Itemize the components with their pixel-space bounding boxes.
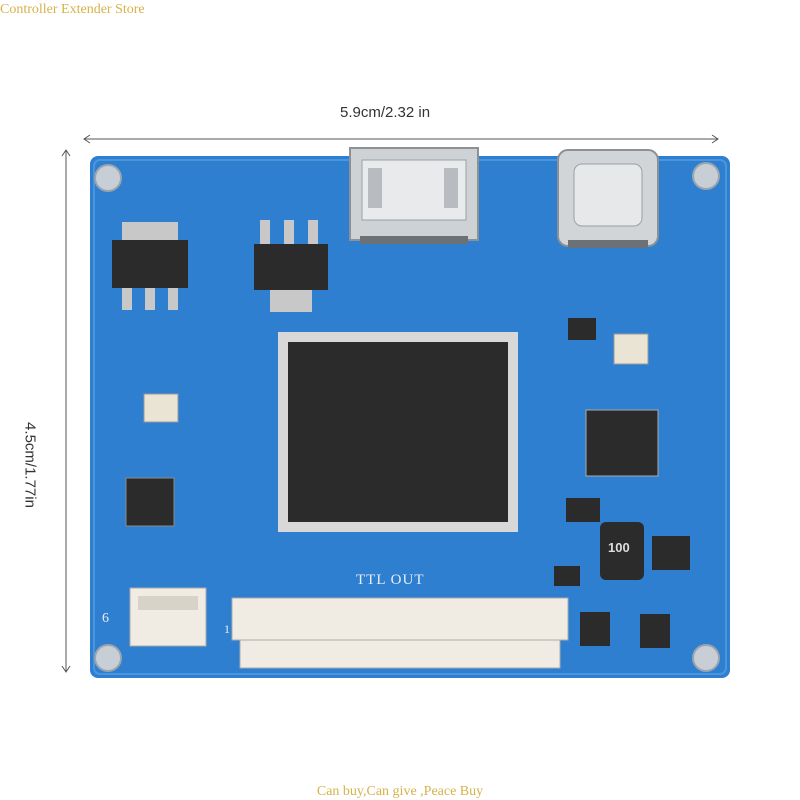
inductor-label: 100 <box>608 540 630 555</box>
mosfet-b <box>640 614 670 648</box>
mounting-holes <box>94 162 720 672</box>
crystal-y1 <box>613 333 649 365</box>
regulator-u5 <box>254 220 328 312</box>
height-dimension-label: 4.5cm/1.77in <box>21 422 39 508</box>
inductor-body <box>600 522 644 580</box>
transistor-q1 <box>568 318 596 340</box>
usb-c-port <box>557 149 659 248</box>
dimension-width-line <box>83 134 719 144</box>
ic-right <box>585 409 659 477</box>
dimension-height-line <box>61 149 71 673</box>
pin-6-label: 6 <box>102 611 109 626</box>
transistor-q2 <box>566 498 600 522</box>
width-dimension-label: 5.9cm/2.32 in <box>340 104 431 121</box>
ttl-out-connector <box>231 597 569 669</box>
ic-left <box>125 477 175 527</box>
bottom-watermark: Can buy,Can give ,Peace Buy <box>316 784 484 799</box>
pin-1-label: 1 <box>224 622 230 636</box>
mosfet-a <box>580 612 610 646</box>
fpc-connector-6pin <box>129 587 207 647</box>
transistor-u13 <box>652 536 690 570</box>
hdmi-port <box>349 147 479 244</box>
store-watermark: Controller Extender Store <box>0 2 145 17</box>
component-m7 <box>554 566 580 586</box>
regulator-u7 <box>112 222 188 310</box>
crystal-y2 <box>143 393 179 423</box>
ttl-out-label: TTL OUT <box>356 572 425 588</box>
main-controller-chip <box>278 332 518 532</box>
